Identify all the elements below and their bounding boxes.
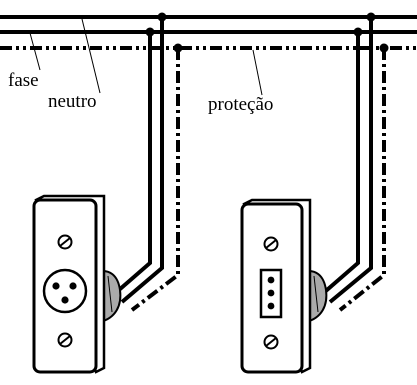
fase-leader bbox=[29, 32, 41, 71]
outlet-left-protection-junction bbox=[173, 43, 183, 53]
outlet-left-phase-junction bbox=[157, 12, 167, 22]
outlet-right-phase-junction bbox=[366, 12, 376, 22]
outlet-left-neutral-junction bbox=[145, 27, 155, 37]
protecao-label: proteção bbox=[208, 94, 273, 115]
outlet-left-wiring bbox=[110, 17, 180, 312]
outlet-right-top-screw bbox=[263, 236, 279, 252]
outlet-left bbox=[32, 194, 122, 374]
outlet-left-top-screw bbox=[57, 234, 73, 250]
outlet-right-socket bbox=[259, 268, 283, 319]
outlet-right bbox=[240, 198, 328, 374]
outlet-left-bottom-screw bbox=[57, 332, 73, 348]
neutro-label: neutro bbox=[48, 91, 97, 112]
fase-label: fase bbox=[8, 70, 39, 91]
outlet-right-neutral-junction bbox=[353, 27, 363, 37]
outlet-left-socket bbox=[42, 268, 88, 314]
protecao-leader bbox=[252, 49, 263, 96]
neutro-leader bbox=[81, 18, 101, 94]
outlet-right-wiring bbox=[318, 17, 386, 312]
outlet-right-protection-junction bbox=[379, 43, 389, 53]
outlet-right-bottom-screw bbox=[263, 334, 279, 350]
